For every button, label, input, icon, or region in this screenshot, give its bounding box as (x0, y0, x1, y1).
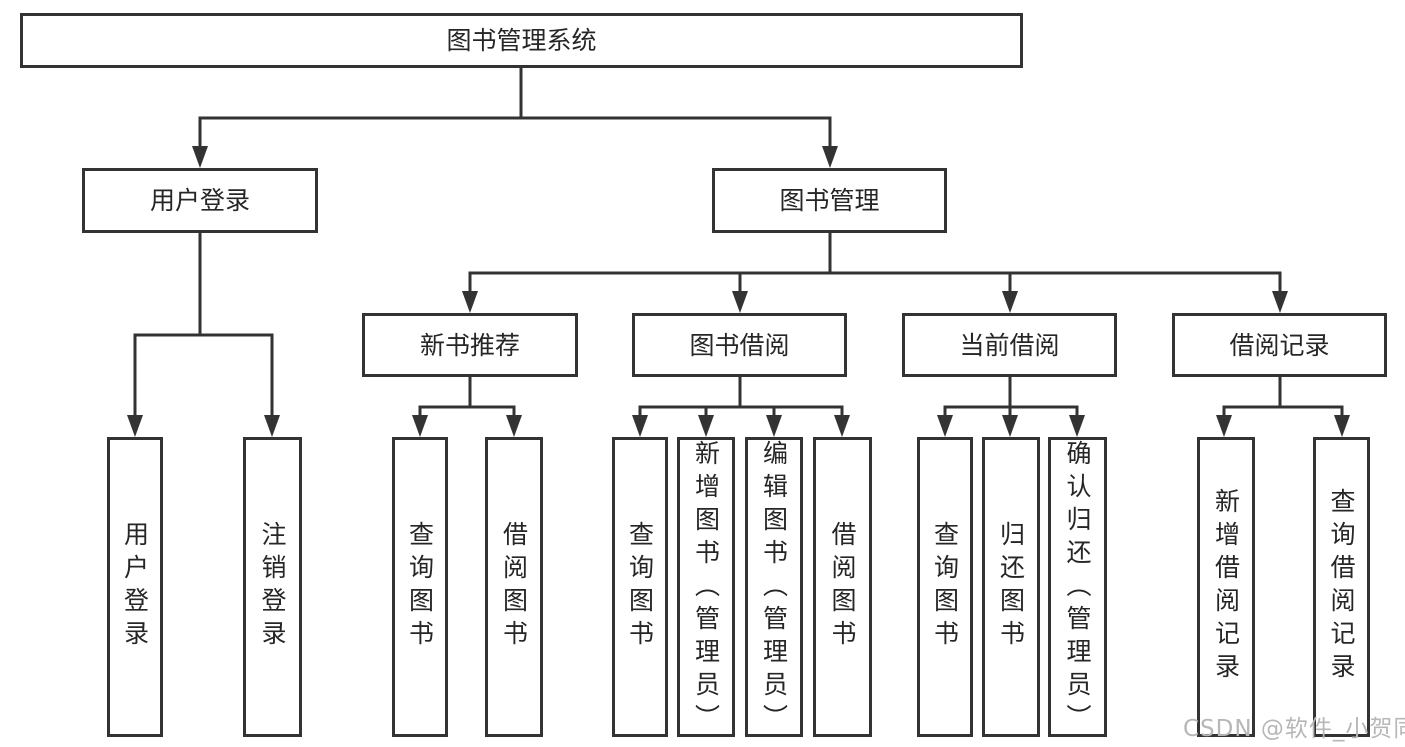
leaf-label: 注销登录 (258, 521, 287, 653)
connector-book-mgmt-to-level3 (462, 233, 1288, 313)
leaf-query-borrow-record: 查询借阅记录 (1313, 437, 1370, 737)
leaf-borrow-query-books: 查询图书 (612, 437, 668, 737)
connector-new-book-rec-children (412, 377, 522, 437)
leaf-label: 确认归还（管理员） (1063, 440, 1092, 737)
leaf-label: 编辑图书（管理员） (759, 440, 789, 737)
leaf-current-query-books: 查询图书 (917, 437, 973, 737)
connector-book-borrow-children (632, 377, 850, 437)
csdn-watermark: CSDN @软件_小贺同学 (1183, 716, 1405, 742)
leaf-return-book: 归还图书 (982, 437, 1040, 737)
node-book-mgmt: 图书管理 (712, 168, 947, 233)
leaf-label: 查询图书 (625, 521, 655, 653)
node-current-borrow: 当前借阅 (902, 313, 1117, 377)
leaf-confirm-return-admin: 确认归还（管理员） (1048, 437, 1107, 737)
leaf-label: 用户登录 (120, 521, 150, 653)
connector-borrow-records-children (1216, 377, 1350, 437)
leaf-label: 新增借阅记录 (1211, 488, 1241, 686)
connector-user-login-children (127, 233, 280, 437)
leaf-label: 查询图书 (930, 521, 960, 653)
leaf-label: 借阅图书 (828, 521, 857, 653)
connector-root-to-level2 (192, 68, 838, 168)
node-user-login-label: 用户登录 (149, 186, 250, 215)
node-borrow-records-label: 借阅记录 (1229, 330, 1330, 360)
leaf-rec-query-books: 查询图书 (392, 437, 448, 737)
leaf-add-book-admin: 新增图书（管理员） (677, 437, 735, 737)
node-new-book-rec-label: 新书推荐 (419, 330, 520, 360)
node-root-label: 图书管理系统 (446, 26, 597, 55)
leaf-label: 借阅图书 (499, 521, 529, 653)
leaf-add-borrow-record: 新增借阅记录 (1197, 437, 1255, 737)
leaf-label: 查询借阅记录 (1327, 488, 1356, 686)
node-current-borrow-label: 当前借阅 (959, 330, 1060, 360)
leaf-edit-book-admin: 编辑图书（管理员） (745, 437, 803, 737)
leaf-borrow-book: 借阅图书 (813, 437, 872, 737)
node-root: 图书管理系统 (20, 13, 1023, 68)
node-borrow-records: 借阅记录 (1172, 313, 1387, 377)
node-new-book-rec: 新书推荐 (362, 313, 578, 377)
leaf-rec-borrow-books: 借阅图书 (485, 437, 543, 737)
leaf-user-login: 用户登录 (107, 437, 163, 737)
leaf-label: 新增图书（管理员） (691, 440, 721, 737)
leaf-logout: 注销登录 (243, 437, 302, 737)
node-book-mgmt-label: 图书管理 (779, 186, 880, 215)
leaf-label: 查询图书 (405, 521, 435, 653)
node-book-borrow-label: 图书借阅 (689, 330, 790, 360)
node-book-borrow: 图书借阅 (632, 313, 847, 377)
leaf-label: 归还图书 (996, 521, 1026, 653)
connector-current-borrow-children (937, 377, 1085, 437)
node-user-login: 用户登录 (82, 168, 318, 233)
